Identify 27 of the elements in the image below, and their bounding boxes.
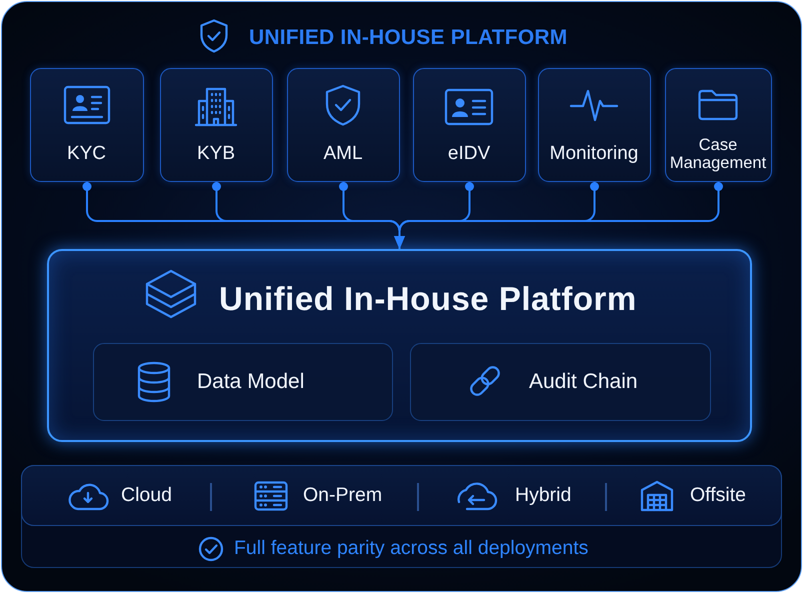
connector-arrow <box>394 182 723 249</box>
module-card <box>538 68 651 182</box>
deployment-panel <box>21 465 782 568</box>
module-card <box>413 68 526 182</box>
deployment-label: Hybrid <box>515 484 572 506</box>
module-label: KYC <box>66 143 106 165</box>
module-label: AML <box>323 143 363 165</box>
module-label: Monitoring <box>550 143 638 165</box>
platform-panel <box>47 249 752 442</box>
module-label: eIDV <box>448 143 490 165</box>
deployment-label: Cloud <box>121 484 172 506</box>
component-card <box>93 343 393 421</box>
deployment-band <box>21 465 782 526</box>
parity-note: Full feature parity across all deployments <box>234 538 588 560</box>
diagram-title: UNIFIED IN-HOUSE PLATFORM <box>249 25 568 51</box>
module-label: KYB <box>196 143 236 165</box>
component-label: Audit Chain <box>529 370 638 394</box>
module-card <box>665 68 772 182</box>
component-label: Data Model <box>197 370 304 394</box>
module-label: Case Management <box>668 136 768 172</box>
platform-title: Unified In-House Platform <box>219 280 637 318</box>
module-card <box>287 68 400 182</box>
deployment-label: On-Prem <box>303 484 382 506</box>
module-card <box>30 68 144 182</box>
module-card <box>160 68 273 182</box>
deployment-label: Offsite <box>690 484 746 506</box>
component-card <box>410 343 711 421</box>
